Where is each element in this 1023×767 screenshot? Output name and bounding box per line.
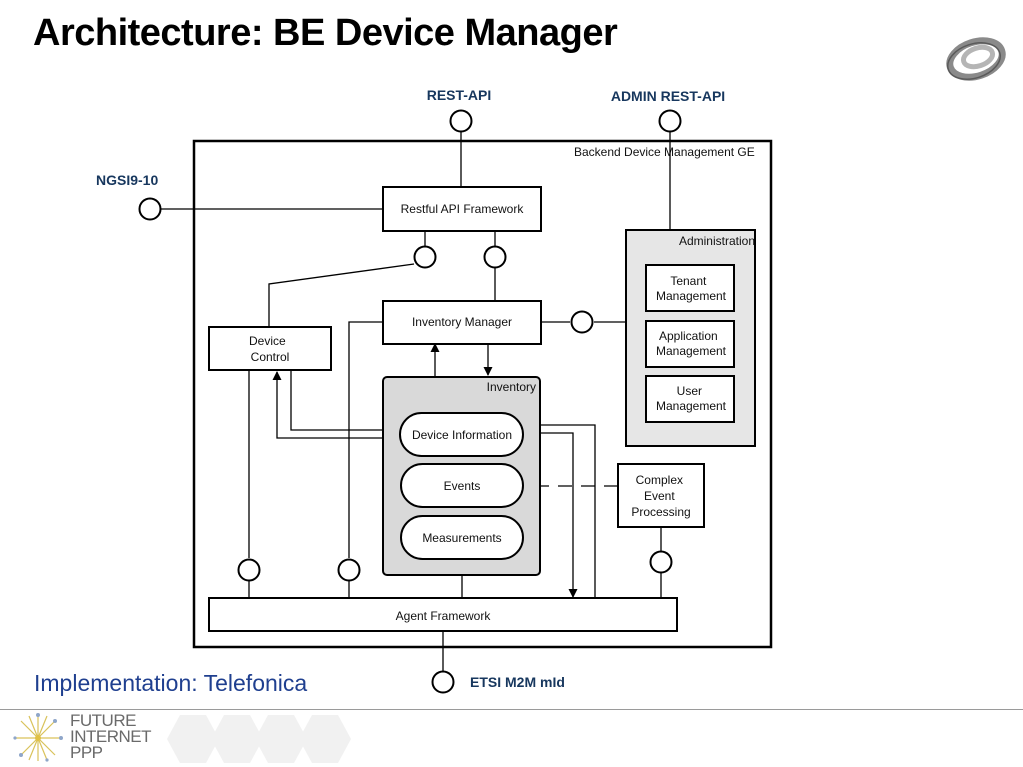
measurements-node: [400, 515, 524, 560]
agent-framework-label: Agent Framework: [396, 609, 492, 623]
inventory-manager-label: Inventory Manager: [412, 315, 512, 329]
rest-api-port-icon: [449, 109, 473, 133]
rest-api-label: REST-API: [427, 87, 492, 103]
events-label: Events: [444, 479, 481, 493]
measurements-label: Measurements: [422, 531, 501, 545]
inventory-agent-port-icon: [337, 558, 361, 582]
device-control-box: [208, 326, 332, 371]
tenant-management-box: [645, 264, 735, 312]
implementation-note: Implementation: Telefonica: [34, 670, 308, 696]
ngsi-label: NGSI9-10: [96, 172, 158, 188]
administration-label: Administration: [679, 234, 755, 248]
cep-port-icon: [649, 550, 673, 574]
events-node: [400, 463, 524, 508]
page-title: Architecture: BE Device Manager: [33, 12, 618, 54]
company-logo-icon: [946, 37, 1006, 81]
agent-framework-box: [208, 597, 678, 632]
restful-port-right-icon: [483, 245, 507, 269]
connectors: [161, 132, 671, 671]
restful-port-left-icon: [413, 245, 437, 269]
inventory-manager-box: [382, 300, 542, 345]
complex-event-processing-label: Complex Event Processing: [631, 473, 690, 519]
admin-rest-api-port-icon: [658, 109, 682, 133]
interface-ports: [138, 109, 682, 694]
future-internet-logo-text: FUTURE INTERNET PPP: [70, 711, 152, 762]
ngsi-port-icon: [138, 197, 162, 221]
inventory-label: Inventory: [487, 380, 536, 394]
device-control-port-icon: [237, 558, 261, 582]
device-control-label: Device Control: [249, 334, 289, 364]
etsi-port-icon: [431, 670, 455, 694]
tenant-management-label: Tenant Management: [656, 274, 727, 303]
device-information-label: Device Information: [412, 428, 512, 442]
future-internet-star-icon: [13, 713, 63, 762]
restful-api-framework-label: Restful API Framework: [401, 202, 525, 216]
admin-rest-api-label: ADMIN REST-API: [611, 88, 725, 104]
inventory-manager-port-icon: [570, 310, 594, 334]
restful-api-framework-box: [382, 186, 542, 232]
application-management-label: Application Management: [656, 329, 727, 358]
application-management-box: [645, 320, 735, 368]
etsi-label: ETSI M2M mId: [470, 674, 565, 690]
footer-divider: [0, 709, 1023, 710]
complex-event-processing-box: [617, 463, 705, 528]
ge-label: Backend Device Management GE: [574, 145, 755, 159]
user-management-box: [645, 375, 735, 423]
device-information-node: [399, 412, 524, 457]
user-management-label: User Management: [656, 384, 727, 413]
decorative-hexagons-icon: [167, 715, 351, 763]
